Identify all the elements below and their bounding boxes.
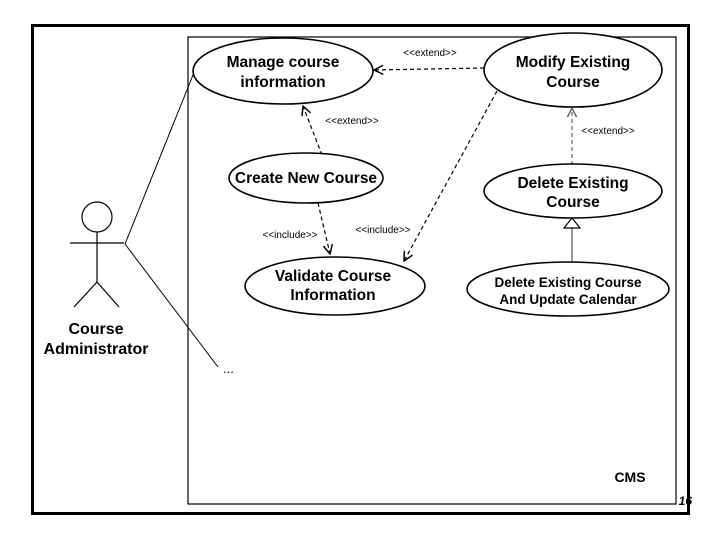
extend-label-delete-modify: <<extend>> xyxy=(581,126,635,137)
system-boundary xyxy=(187,36,677,505)
use-case-delete-calendar-line1: Delete Existing Course xyxy=(494,275,642,290)
include-arrow-modify-to-validate xyxy=(404,90,498,261)
actor-name-line1: Course xyxy=(68,321,123,338)
use-case-delete-and-update-calendar[interactable]: Delete Existing Course And Update Calend… xyxy=(466,261,670,317)
system-name: CMS xyxy=(614,469,645,485)
actor-left-leg xyxy=(73,281,98,308)
use-case-modify-line2: Course xyxy=(546,74,600,91)
association-manage xyxy=(124,74,194,245)
use-case-validate-course-information[interactable]: Validate Course Information xyxy=(244,256,426,316)
include-arrow-create-to-validate xyxy=(317,202,330,254)
extend-arrow-create-to-manage xyxy=(303,106,323,156)
slide-frame xyxy=(31,24,690,515)
extend-arrow-modify-to-manage xyxy=(374,68,485,70)
use-case-manage-course-information[interactable]: Manage course information xyxy=(192,37,374,105)
use-case-modify-existing-course[interactable]: Modify Existing Course xyxy=(483,32,663,108)
association-more xyxy=(124,243,219,368)
actor-name-line2: Administrator xyxy=(44,341,149,358)
actor-head xyxy=(81,201,113,233)
use-case-validate-line2: Information xyxy=(290,287,375,304)
use-case-delete-calendar-line2: And Update Calendar xyxy=(499,292,637,307)
use-case-manage-line2: information xyxy=(240,74,325,91)
more-indicator: ... xyxy=(223,361,234,376)
page-number: 16 xyxy=(679,494,693,508)
include-label-create-validate: <<include>> xyxy=(262,230,317,241)
use-case-delete-line1: Delete Existing xyxy=(517,175,628,192)
use-case-create-new-course[interactable]: Create New Course xyxy=(228,152,384,204)
include-label-modify-validate: <<include>> xyxy=(355,225,410,236)
actor-right-leg xyxy=(96,281,120,308)
extend-label-modify-manage: <<extend>> xyxy=(403,48,457,59)
use-case-delete-existing-course[interactable]: Delete Existing Course xyxy=(483,163,663,219)
generalization-triangle xyxy=(562,217,582,229)
use-case-modify-line1: Modify Existing xyxy=(516,54,631,71)
use-case-manage-line1: Manage course xyxy=(227,54,340,71)
extend-label-create-manage: <<extend>> xyxy=(325,116,379,127)
use-case-create-line1: Create New Course xyxy=(235,170,378,187)
actor-course-administrator[interactable]: Course Administrator xyxy=(44,201,149,358)
use-case-delete-line2: Course xyxy=(546,194,600,211)
use-case-validate-line1: Validate Course xyxy=(275,268,392,285)
